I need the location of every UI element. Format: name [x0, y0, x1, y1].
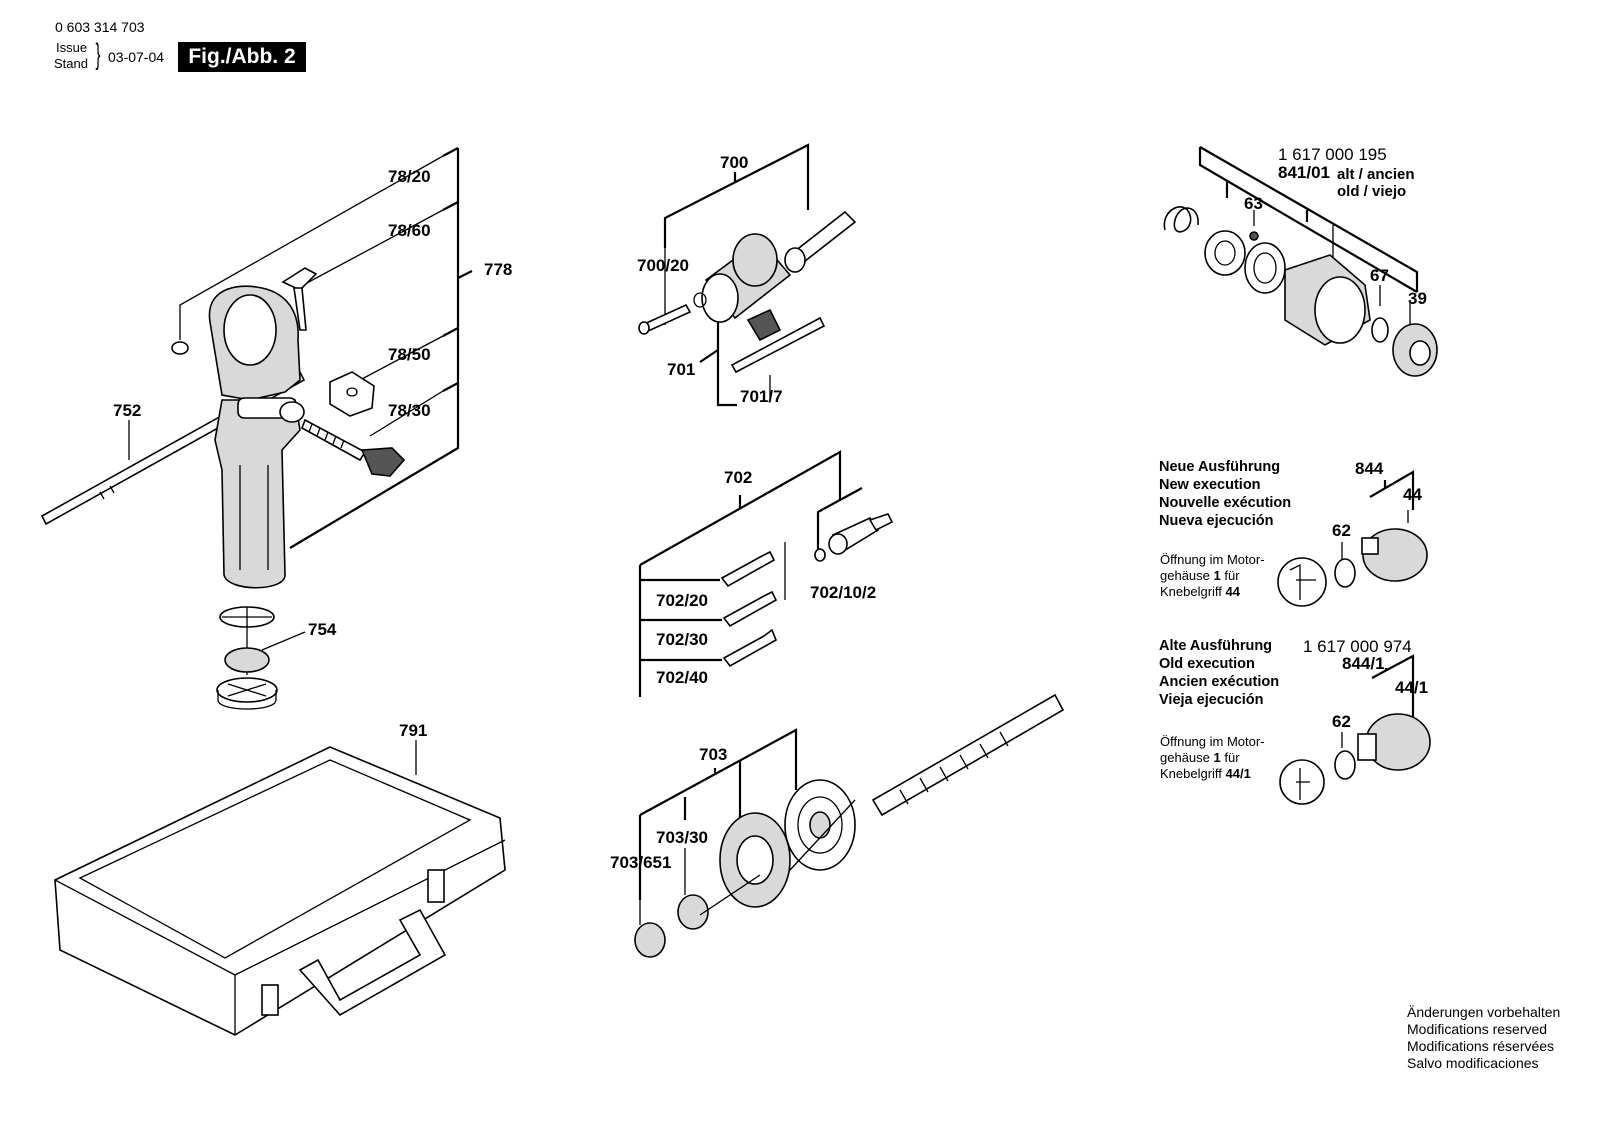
label-701: 701	[667, 360, 695, 379]
modifications-reserved-note: Änderungen vorbehalten Modifications res…	[1407, 1004, 1561, 1071]
label-62-old: 62	[1332, 712, 1351, 731]
drill-bit	[871, 693, 1065, 817]
label-844: 844	[1355, 459, 1384, 478]
new-execution-parts	[1277, 470, 1428, 607]
label-1617000195: 1 617 000 195	[1278, 145, 1387, 164]
label-754: 754	[308, 620, 337, 639]
label-703-30: 703/30	[656, 828, 708, 847]
motor-housing-opening-new	[1277, 557, 1327, 607]
label-alt-ancien: alt / ancien	[1337, 166, 1415, 183]
bit-group-702	[638, 450, 894, 697]
label-78-20: 78/20	[388, 167, 431, 186]
label-700: 700	[720, 153, 748, 172]
label-703: 703	[699, 745, 727, 764]
chuck-group-700	[638, 143, 857, 407]
label-844-1: 844/1	[1342, 654, 1385, 673]
label-778: 778	[484, 260, 512, 279]
old-execution-heading: Alte Ausführung Old execution Ancien exé…	[1159, 638, 1280, 708]
bit-702-30	[722, 590, 778, 628]
new-execution-note: Öffnung im Motor- gehäuse 1 für Knebelgr…	[1160, 552, 1265, 599]
stand-label: Stand	[54, 56, 88, 71]
label-700-20: 700/20	[637, 256, 689, 275]
washer-78-20	[171, 341, 189, 355]
spring	[1163, 206, 1199, 233]
label-791: 791	[399, 721, 427, 740]
issue-date: 03-07-04	[108, 49, 165, 65]
label-39: 39	[1408, 289, 1427, 308]
group-703	[634, 693, 1065, 958]
handle-insert-754	[216, 606, 278, 710]
label-702-40: 702/40	[656, 668, 708, 687]
label-702: 702	[724, 468, 752, 487]
stopper-703-30	[677, 894, 709, 930]
label-78-50: 78/50	[388, 345, 431, 364]
old-execution-parts	[1279, 654, 1431, 805]
label-703-651: 703/651	[610, 853, 671, 872]
part-number: 0 603 314 703	[55, 19, 145, 35]
group-1617000195	[1163, 146, 1438, 377]
label-1617000974: 1 617 000 974	[1303, 637, 1412, 656]
label-78-60: 78/60	[388, 221, 431, 240]
square-nut-78-50	[329, 371, 375, 417]
label-44: 44	[1403, 485, 1422, 504]
label-44-1: 44/1	[1395, 678, 1428, 697]
bit-702-40	[722, 628, 778, 668]
label-702-10-2: 702/10/2	[810, 583, 876, 602]
label-702-30: 702/30	[656, 630, 708, 649]
issue-label: Issue	[56, 40, 88, 55]
side-handle-group	[40, 147, 473, 710]
label-78-30: 78/30	[388, 401, 431, 420]
label-62-new: 62	[1332, 521, 1351, 540]
figure-badge: Fig./Abb. 2	[178, 42, 306, 72]
label-67: 67	[1370, 266, 1389, 285]
label-old-viejo: old / viejo	[1337, 183, 1406, 200]
chuck-key	[730, 316, 826, 374]
bit-702-20	[720, 550, 776, 588]
label-841-01: 841/01	[1278, 163, 1330, 182]
old-execution-note: Öffnung im Motor- gehäuse 1 für Knebelgr…	[1160, 734, 1265, 781]
label-752: 752	[113, 401, 141, 420]
label-701-7: 701/7	[740, 387, 783, 406]
label-702-20: 702/20	[656, 591, 708, 610]
threaded-bolt-78-30	[301, 418, 367, 462]
handle-body	[214, 399, 301, 589]
label-63: 63	[1244, 194, 1263, 213]
new-execution-heading: Neue Ausführung New execution Nouvelle e…	[1159, 459, 1292, 529]
wing-screw-78-60	[281, 267, 318, 291]
brace-glyph: }	[95, 38, 101, 71]
stopper-703-651	[634, 922, 666, 958]
carrying-case-791	[54, 740, 506, 1036]
